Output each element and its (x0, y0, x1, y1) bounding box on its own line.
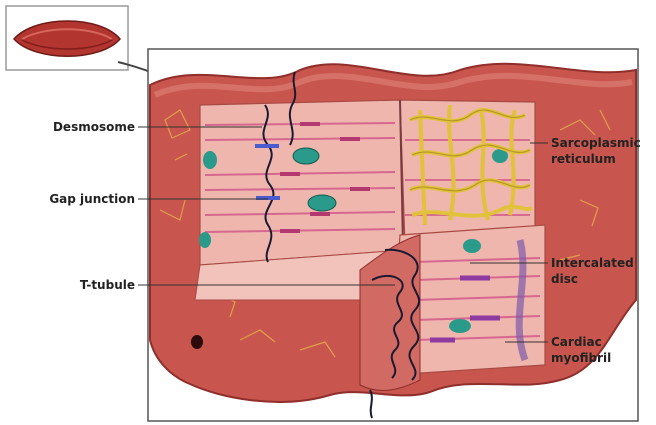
label-sarcoplasmic: Sarcoplasmic (551, 136, 641, 150)
label-myofibril: myofibril (551, 351, 611, 365)
label-disc: disc (551, 272, 578, 286)
label-cardiac: Cardiac (551, 335, 602, 349)
muscle-inset (6, 6, 128, 70)
sarcoplasmic-reticulum-cell (400, 100, 535, 245)
label-reticulum: reticulum (551, 152, 616, 166)
label-gap-junction: Gap junction (49, 192, 135, 206)
label-intercalated: Intercalated (551, 256, 634, 270)
label-desmosome: Desmosome (53, 120, 135, 134)
label-t-tubule: T-tubule (80, 278, 135, 292)
